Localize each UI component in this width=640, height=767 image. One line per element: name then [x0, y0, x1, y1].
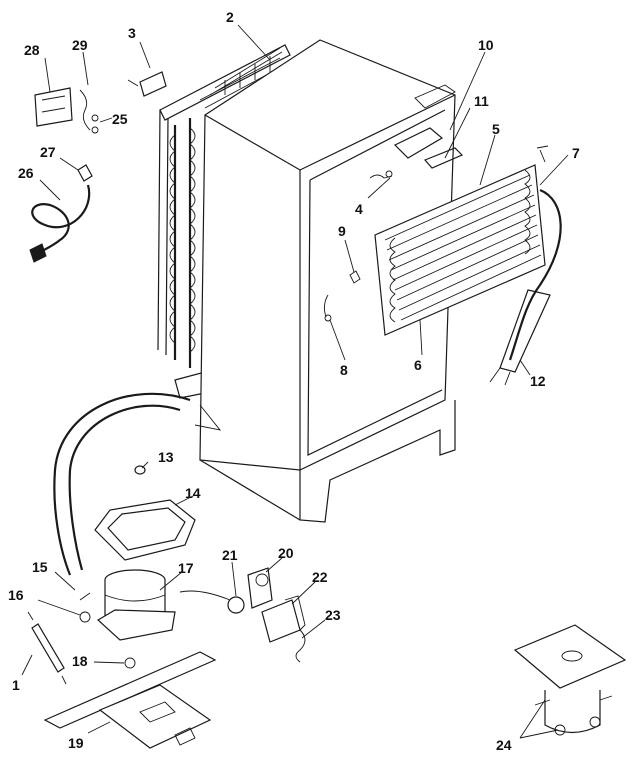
callout-1: 1: [12, 677, 20, 693]
callout-10: 10: [478, 37, 494, 53]
cabinet-small-parts: [323, 127, 464, 322]
callout-2: 2: [226, 9, 234, 25]
callout-3: 3: [128, 25, 136, 41]
callout-19: 19: [68, 735, 84, 751]
power-cord-and-parts: [29, 71, 167, 263]
callout-12: 12: [530, 373, 546, 389]
callout-22: 22: [312, 569, 328, 585]
compressor-assembly-24: [513, 624, 627, 736]
callout-8: 8: [340, 362, 348, 378]
leader-lines: [21, 24, 569, 739]
callout-labels: 1 2 3 4 5 6 7 8 9 10 11 12 13 14 15 16 1…: [8, 9, 580, 753]
callout-17: 17: [178, 560, 194, 576]
callout-27: 27: [40, 144, 56, 160]
callout-18: 18: [72, 653, 88, 669]
callout-6: 6: [414, 357, 422, 373]
refrigerator-cabinet: [199, 39, 456, 523]
drain-assembly: [53, 392, 222, 576]
callout-25: 25: [112, 111, 128, 127]
callout-16: 16: [8, 587, 24, 603]
callout-29: 29: [72, 37, 88, 53]
callout-4: 4: [355, 201, 363, 217]
callout-15: 15: [32, 559, 48, 575]
callout-11: 11: [474, 93, 489, 109]
relay-overload-parts: [227, 567, 306, 663]
callout-20: 20: [278, 545, 294, 561]
compressor-base-plate: [43, 651, 217, 749]
callout-5: 5: [492, 121, 500, 137]
callout-7: 7: [572, 145, 580, 161]
callout-26: 26: [18, 165, 34, 181]
callout-14: 14: [185, 485, 201, 501]
evaporator-coil: [374, 145, 562, 386]
callout-9: 9: [338, 223, 346, 239]
callout-21: 21: [222, 547, 238, 563]
callout-23: 23: [325, 607, 341, 623]
callout-24: 24: [496, 737, 512, 753]
filter-drier: [27, 611, 67, 685]
callout-28: 28: [24, 42, 40, 58]
compressor: [79, 569, 231, 669]
callout-13: 13: [158, 449, 174, 465]
